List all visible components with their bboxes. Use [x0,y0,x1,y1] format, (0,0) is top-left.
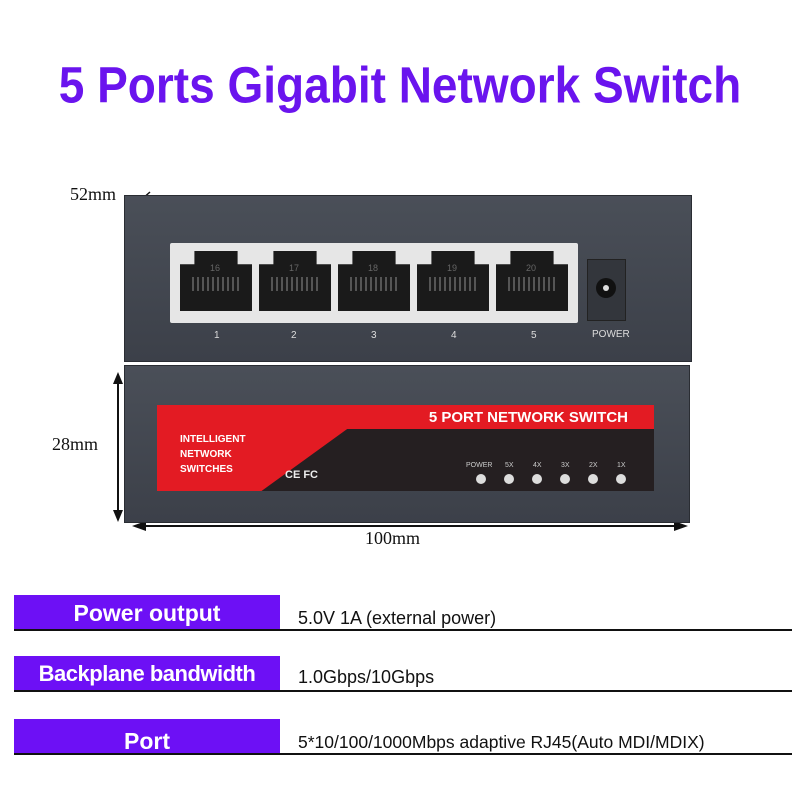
led-label: 5X [505,462,514,469]
led-5x [504,474,514,484]
cert-marks: CE FC [285,469,318,481]
spec-key: Backplane bandwidth [14,656,280,692]
led-power [476,474,486,484]
led-label: 4X [533,462,542,469]
spec-key: Port [14,719,280,755]
led-label: 2X [589,462,598,469]
depth-label: 52mm [70,184,117,204]
led-4x [532,474,542,484]
spec-value: 5*10/100/1000Mbps adaptive RJ45(Auto MDI… [298,732,705,752]
spec-key: Power output [14,595,280,631]
divider [14,629,792,631]
port-number: 4 [451,330,457,341]
spec-value: 5.0V 1A (external power) [298,608,497,628]
rj45-port-panel: 16 17 18 19 20 [170,243,578,323]
rj45-port-3: 18 [338,251,410,311]
power-jack-label: POWER [592,329,630,340]
led-2x [588,474,598,484]
label-title: 5 PORT NETWORK SWITCH [428,409,628,426]
width-label: 100mm [365,528,421,548]
power-jack [587,259,626,321]
rj45-port-4: 19 [417,251,489,311]
led-label: 1X [617,462,626,469]
divider [14,753,792,755]
led-3x [560,474,570,484]
port-number: 1 [214,330,220,341]
led-label: POWER [466,462,493,469]
port-number: 2 [291,330,297,341]
divider [14,690,792,692]
rj45-port-2: 17 [259,251,331,311]
rj45-port-5: 20 [496,251,568,311]
spec-value: 1.0Gbps/10Gbps [298,667,435,687]
port-number: 3 [371,330,377,341]
led-1x [616,474,626,484]
height-label: 28mm [52,434,99,454]
port-number: 5 [531,330,537,341]
rj45-port-1: 16 [180,251,252,311]
led-label: 3X [561,462,570,469]
page-title: 5 Ports Gigabit Network Switch [58,56,742,114]
